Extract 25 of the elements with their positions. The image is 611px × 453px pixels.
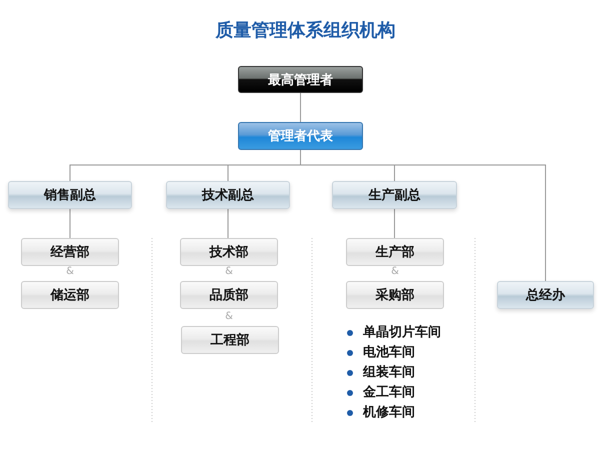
workshop-list-item: 单晶切片车间 — [363, 325, 441, 341]
top-management-box: 最高管理者 — [238, 66, 363, 93]
workshop-list-item: 机修车间 — [363, 405, 415, 421]
ampersand-separator: & — [390, 266, 400, 277]
ampersand-separator: & — [224, 266, 234, 277]
diagram-title: 质量管理体系组织机构 — [214, 19, 396, 42]
department-box: 采购部 — [346, 281, 444, 309]
management-rep-box: 管理者代表 — [238, 122, 363, 150]
vp-box: 技术副总 — [166, 181, 290, 209]
department-box: 品质部 — [180, 281, 278, 309]
department-box: 技术部 — [180, 238, 278, 266]
connector-line — [394, 208, 395, 238]
ampersand-separator: & — [65, 266, 75, 277]
workshop-list-item: 电池车间 — [363, 345, 415, 361]
connector-line — [300, 92, 301, 122]
vp-box: 销售副总 — [8, 181, 132, 209]
vp-box: 总经办 — [497, 281, 594, 309]
vp-box: 生产副总 — [332, 181, 457, 209]
ampersand-separator: & — [224, 311, 234, 322]
department-box: 经营部 — [21, 238, 119, 266]
department-box: 储运部 — [21, 281, 119, 309]
department-box: 工程部 — [181, 326, 279, 354]
department-box: 生产部 — [346, 238, 444, 266]
workshop-list-item: 组装车间 — [363, 365, 415, 381]
workshop-list-item: 金工车间 — [363, 385, 415, 401]
